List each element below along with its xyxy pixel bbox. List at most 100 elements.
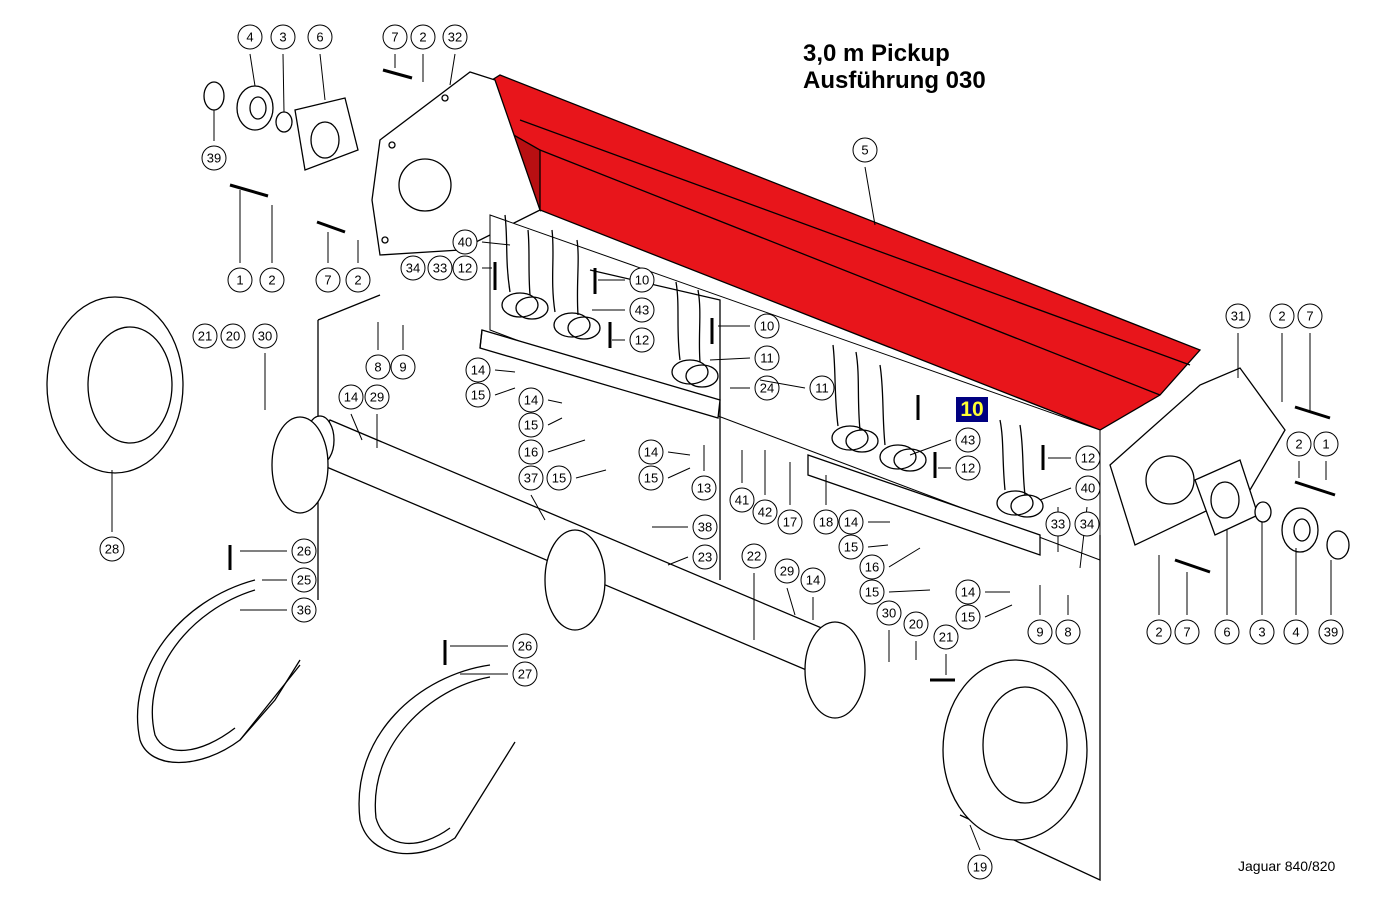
part-callout-20[interactable]: 20 (903, 611, 929, 660)
part-callout-37[interactable]: 37 (518, 465, 546, 521)
part-callout-13[interactable]: 13 (691, 445, 717, 501)
part-callout-43[interactable]: 43 (909, 427, 981, 456)
part-callout-31[interactable]: 31 (1225, 303, 1251, 378)
part-callout-7[interactable]: 7 (1297, 303, 1323, 412)
part-callout-12[interactable]: 12 (938, 455, 981, 481)
callout-circle (192, 323, 218, 349)
part-callout-28[interactable]: 28 (99, 470, 125, 562)
callout-circle (774, 558, 800, 584)
part-callout-33[interactable]: 33 (427, 255, 453, 281)
part-callout-2[interactable]: 2 (345, 240, 371, 293)
part-callout-21[interactable]: 21 (933, 624, 959, 675)
part-callout-5[interactable]: 5 (852, 137, 878, 226)
part-callout-2[interactable]: 2 (259, 205, 285, 293)
callout-number: 40 (458, 235, 472, 250)
part-callout-19[interactable]: 19 (967, 824, 993, 880)
part-callout-7[interactable]: 7 (382, 24, 408, 68)
callout-number: 21 (939, 630, 953, 645)
part-callout-12[interactable]: 12 (612, 327, 655, 353)
part-callout-30[interactable]: 30 (876, 600, 902, 662)
part-callout-3[interactable]: 3 (1249, 522, 1275, 645)
part-callout-11[interactable]: 11 (759, 375, 835, 401)
callout-number: 23 (698, 550, 712, 565)
part-callout-18[interactable]: 18 (813, 475, 839, 535)
part-callout-8[interactable]: 8 (365, 322, 391, 380)
part-callout-12[interactable]: 12 (452, 255, 492, 281)
callout-circle (338, 384, 364, 410)
callout-number: 30 (258, 329, 272, 344)
part-callout-2[interactable]: 2 (1286, 431, 1312, 478)
part-callout-26[interactable]: 26 (450, 633, 538, 659)
part-callout-38[interactable]: 38 (652, 514, 718, 540)
part-callout-14[interactable]: 14 (955, 579, 1010, 605)
part-callout-33[interactable]: 33 (1045, 507, 1071, 552)
part-callout-2[interactable]: 2 (410, 24, 436, 82)
part-callout-14[interactable]: 14 (800, 567, 826, 620)
part-callout-15[interactable]: 15 (838, 534, 889, 560)
part-callout-15[interactable]: 15 (518, 412, 563, 438)
part-callout-14[interactable]: 14 (518, 387, 563, 413)
callout-leader-line (786, 587, 796, 616)
part-callout-14[interactable]: 14 (338, 384, 364, 441)
part-callout-25[interactable]: 25 (262, 567, 317, 593)
part-callout-15[interactable]: 15 (546, 465, 607, 491)
part-callout-1[interactable]: 1 (227, 190, 253, 293)
part-callout-2[interactable]: 2 (1269, 303, 1295, 402)
part-callout-9[interactable]: 9 (1027, 585, 1053, 645)
callout-number: 29 (780, 564, 794, 579)
part-callout-39[interactable]: 39 (201, 110, 227, 171)
part-callout-16[interactable]: 16 (518, 439, 586, 465)
part-callout-26[interactable]: 26 (240, 538, 317, 564)
part-callout-12[interactable]: 12 (1048, 445, 1101, 471)
part-callout-15[interactable]: 15 (465, 382, 516, 408)
part-callout-14[interactable]: 14 (838, 509, 890, 535)
part-callout-9[interactable]: 9 (390, 325, 416, 380)
callout-leader-line (864, 166, 876, 226)
callout-number: 2 (1278, 309, 1285, 324)
part-callout-15[interactable]: 15 (859, 579, 931, 605)
part-callout-23[interactable]: 23 (667, 544, 718, 570)
part-callout-10[interactable]: 10 (598, 267, 655, 293)
part-callout-11[interactable]: 11 (709, 345, 780, 371)
part-callout-20[interactable]: 20 (220, 323, 246, 349)
part-callout-22[interactable]: 22 (741, 543, 767, 640)
part-callout-10[interactable]: 10 (718, 313, 780, 339)
callout-number: 43 (635, 303, 649, 318)
part-callout-6[interactable]: 6 (1214, 530, 1240, 645)
part-callout-8[interactable]: 8 (1055, 595, 1081, 645)
part-callout-14[interactable]: 14 (638, 439, 691, 465)
part-callout-15[interactable]: 15 (638, 465, 691, 491)
part-callout-7[interactable]: 7 (315, 232, 341, 293)
part-callout-36[interactable]: 36 (240, 597, 317, 623)
part-callout-27[interactable]: 27 (460, 661, 538, 687)
callout-number: 2 (1155, 625, 1162, 640)
part-callout-29[interactable]: 29 (364, 384, 390, 448)
callout-number: 20 (909, 617, 923, 632)
part-callout-34[interactable]: 34 (400, 255, 426, 281)
part-callout-41[interactable]: 41 (729, 450, 755, 513)
part-callout-40[interactable]: 40 (1039, 475, 1101, 501)
part-callout-2[interactable]: 2 (1146, 555, 1172, 645)
part-callout-32[interactable]: 32 (442, 24, 468, 86)
part-callout-4[interactable]: 4 (1283, 548, 1309, 645)
part-callout-7[interactable]: 7 (1174, 572, 1200, 645)
part-callout-42[interactable]: 42 (752, 450, 778, 525)
part-callout-14[interactable]: 14 (465, 357, 516, 383)
callout-leader-line (575, 469, 607, 479)
part-callout-21[interactable]: 21 (192, 323, 218, 349)
part-callout-1[interactable]: 1 (1313, 431, 1339, 480)
part-callout-30[interactable]: 30 (252, 323, 278, 410)
part-callout-29[interactable]: 29 (774, 558, 800, 616)
part-callout-15[interactable]: 15 (955, 604, 1013, 630)
callout-circle (518, 387, 544, 413)
part-callout-3[interactable]: 3 (270, 24, 296, 113)
highlighted-part-callout[interactable]: 10 (956, 397, 988, 422)
part-callout-16[interactable]: 16 (859, 547, 921, 580)
part-callout-6[interactable]: 6 (307, 24, 333, 101)
part-callout-40[interactable]: 40 (452, 229, 511, 255)
part-callout-39[interactable]: 39 (1318, 560, 1344, 645)
part-callout-17[interactable]: 17 (777, 462, 803, 535)
part-callout-34[interactable]: 34 (1074, 506, 1100, 569)
part-callout-4[interactable]: 4 (237, 24, 263, 87)
part-callout-43[interactable]: 43 (592, 297, 655, 323)
